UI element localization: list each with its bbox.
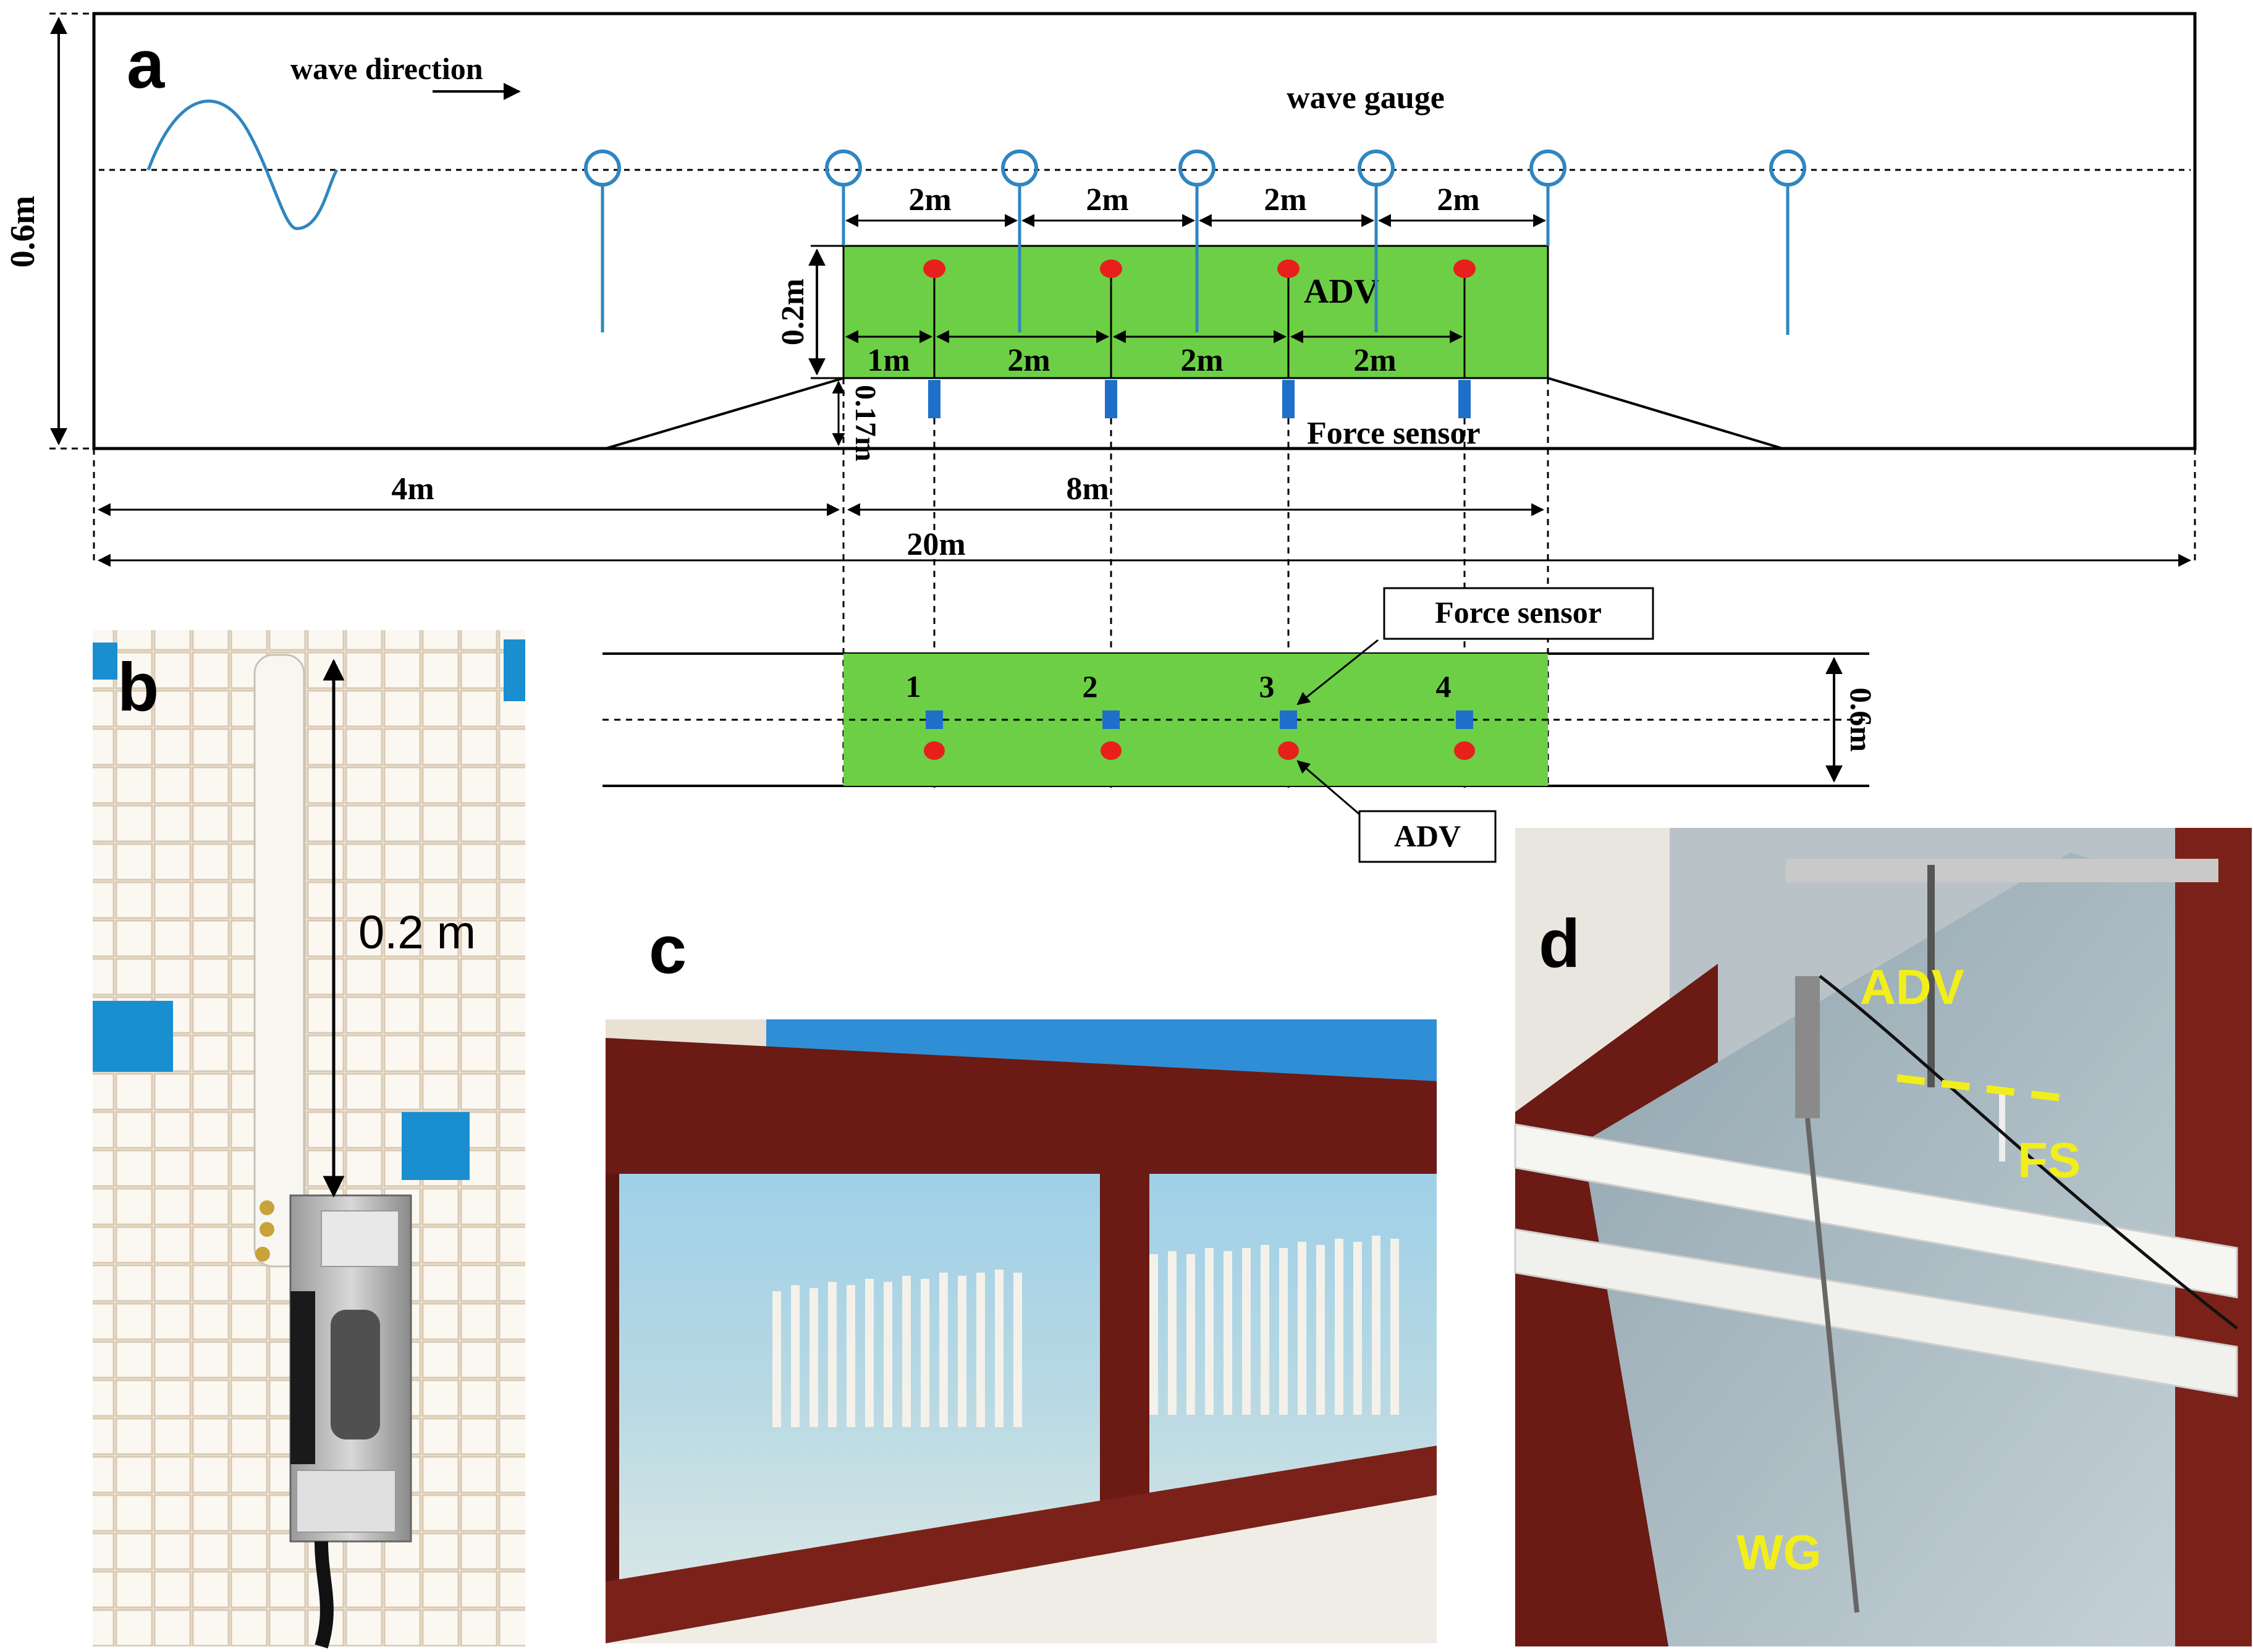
blue-tile (402, 1112, 470, 1180)
sensor-number: 4 (1436, 669, 1452, 704)
adv-callout-label: ADV (1394, 819, 1461, 853)
canopy-length-label: 8m (1066, 471, 1109, 507)
force-sensor-callout-label: Force sensor (1435, 595, 1602, 630)
wave-gauge-label: wave gauge (1287, 80, 1445, 116)
sensor-number: 1 (906, 669, 921, 704)
sensor-number: 3 (1259, 669, 1275, 704)
wave-gauge-head (1795, 976, 1820, 1118)
adv-dot (1278, 741, 1299, 760)
force-sensor (1458, 380, 1471, 418)
floor-tiles (606, 1495, 1437, 1643)
gauge-spacing-dims: 2m 2m 2m 2m (845, 182, 1547, 227)
panel-d-photo: ADV FS WG d (1514, 828, 2252, 1646)
force-sensor (926, 710, 943, 729)
screw (255, 1247, 270, 1262)
gauge-spacing-label: 2m (908, 182, 951, 217)
panel-b-photo: 0.2 m b (93, 630, 525, 1649)
force-sensors-side (928, 380, 1471, 418)
cable (1819, 975, 2238, 1330)
adv-dot (1100, 259, 1122, 278)
wave-direction-label: wave direction (290, 51, 483, 86)
fs-label: FS (2018, 1132, 2081, 1187)
length-label: 0.2 m (358, 906, 476, 959)
load-cell (289, 1194, 412, 1543)
wave-gauge (1529, 150, 1566, 246)
adv-spacing-label: 2m (1353, 343, 1396, 378)
panel-a-letter: a (127, 27, 165, 103)
wave-gauge (825, 150, 862, 246)
panel-b-letter: b (117, 649, 159, 725)
sensor-cable (315, 1541, 334, 1649)
wave-gauge (584, 150, 621, 332)
wave-gauge-rod (1805, 1118, 1859, 1613)
force-sensor (1280, 710, 1297, 729)
panel-a: a 0.6m wave direction wave gauge ADV (4, 12, 2197, 863)
plan-view: 1 2 3 4 0.6m Force sensor ADV (602, 587, 1879, 863)
adv-dot (1453, 259, 1476, 278)
flume-wall-right (2175, 828, 2252, 1646)
adv-spacing-label: 2m (1180, 343, 1223, 378)
blue-tile (93, 1001, 173, 1072)
blue-tile (504, 639, 525, 701)
fs-line (1896, 1074, 2077, 1103)
force-sensor (1456, 710, 1473, 729)
panel-d-letter: d (1539, 906, 1580, 982)
pvc-rail (1514, 1123, 2238, 1299)
adv-dot (1454, 741, 1475, 760)
panel-c-letter: c (649, 912, 687, 988)
blue-tile (93, 643, 117, 680)
pvc-rod (253, 654, 305, 1268)
canopy-height-label: 0.2m (776, 279, 811, 345)
adv-dot (924, 741, 945, 760)
wave-icon (146, 99, 339, 230)
force-sensor (1282, 380, 1295, 418)
ramp-upstream (605, 377, 844, 450)
gauge-spacing-label: 2m (1086, 182, 1128, 217)
flume-top-rail (606, 1038, 1437, 1174)
force-sensor (1105, 380, 1117, 418)
screw (260, 1222, 274, 1237)
force-sensor (1102, 710, 1120, 729)
panel-c-photo: c (606, 912, 1437, 1643)
adv-callout-arrow (1296, 760, 1360, 815)
wave-gauge (1001, 150, 1038, 332)
wave-gauge (1178, 150, 1215, 332)
vegetation-cylinders (772, 1236, 1399, 1427)
flume-bottom-rail (606, 1446, 1437, 1643)
adv-label: ADV (1304, 272, 1379, 311)
adv-dot (923, 259, 945, 278)
depth-label: 0.6m (4, 196, 42, 268)
force-sensor (928, 380, 941, 418)
wave-gauge (1769, 150, 1806, 335)
gauge-spacing-label: 2m (1264, 182, 1306, 217)
base-height-label: 0.17m (849, 385, 882, 461)
upstream-distance-label: 4m (391, 471, 434, 507)
plan-width-label: 0.6m (1844, 688, 1879, 752)
gauge-spacing-label: 2m (1437, 182, 1479, 217)
ramp-downstream (1547, 377, 1783, 450)
adv-spacing-label: 1m (867, 343, 910, 378)
adv-callout-box (1358, 810, 1497, 863)
sensor-number: 2 (1083, 669, 1098, 704)
pvc-rail (1514, 1228, 2238, 1397)
wave-gauges (584, 150, 1806, 335)
force-sensor-callout-box (1383, 587, 1654, 640)
screw (260, 1200, 274, 1215)
carriage-beam (1786, 859, 2218, 882)
adv-dot (1277, 259, 1300, 278)
force-sensor-callout-arrow (1296, 639, 1379, 706)
adv-spacing-label: 2m (1007, 343, 1050, 378)
total-length-label: 20m (907, 527, 965, 562)
flume-outline (92, 12, 2197, 450)
wave-gauge (1358, 150, 1395, 332)
adv-label: ADV (1860, 959, 1964, 1014)
wg-label: WG (1736, 1525, 1822, 1580)
adv-dot (1101, 741, 1122, 760)
force-sensor-label: Force sensor (1307, 416, 1481, 451)
adv-points-side (923, 259, 1476, 378)
adv-spacing-dims: 1m 2m 2m 2m (845, 330, 1463, 378)
frame-post (606, 1174, 619, 1643)
flume-floor (1582, 853, 2225, 1646)
